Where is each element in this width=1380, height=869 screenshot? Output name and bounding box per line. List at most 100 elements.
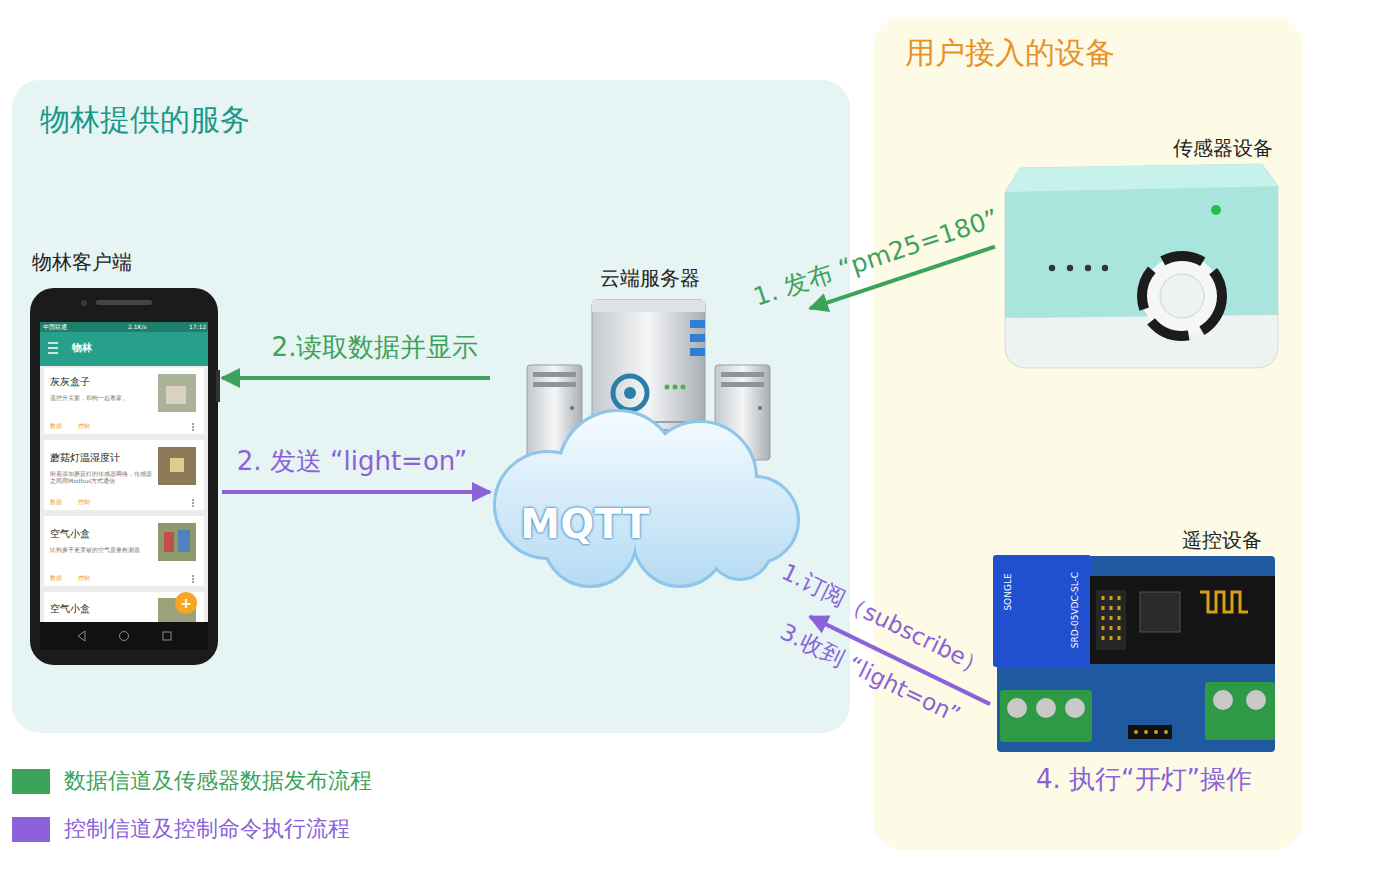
phone-illustration: [40, 622, 208, 650]
phone-illustration: [170, 458, 184, 472]
relay-board-illustration: [1144, 730, 1148, 734]
server-illustration: [681, 385, 686, 390]
phone-illustration: [166, 386, 186, 404]
edge-label: 2. 发送 “light=on”: [237, 446, 468, 477]
card-title: 灰灰盒子: [50, 376, 90, 388]
phone-illustration: [44, 516, 204, 586]
cloud-shape: [496, 412, 797, 585]
server-illustration: [690, 334, 705, 342]
relay-board-illustration: [1164, 730, 1168, 734]
node-heading: 遥控设备: [1182, 528, 1262, 552]
relay-board-illustration: [1065, 698, 1085, 718]
phone-illustration: [192, 575, 194, 577]
phone-illustration: [178, 530, 190, 552]
card-action: 数据: [50, 574, 62, 581]
phone-illustration: [30, 288, 220, 665]
server-illustration: [496, 300, 797, 585]
relay-board-illustration: [1090, 576, 1275, 664]
node-heading: 物林提供的服务: [40, 102, 250, 138]
phone-illustration: [192, 429, 194, 431]
phone-illustration: [192, 505, 194, 507]
edge-label: 2.读取数据并显示: [272, 332, 479, 363]
card-title: 空气小盒: [50, 603, 90, 615]
relay-marking: SRD-05VDC-SL-C: [1070, 572, 1081, 648]
edge-label: 1. 发布 “pm25=180”: [750, 203, 1003, 312]
relay-board-illustration: [1134, 730, 1138, 734]
phone-illustration: [30, 288, 218, 665]
server-illustration: [624, 387, 636, 399]
phone-illustration: [192, 426, 194, 428]
legend-text: 控制信道及控制命令执行流程: [64, 816, 350, 842]
status-text: 17:12: [189, 323, 206, 330]
relay-board-illustration: [1154, 730, 1158, 734]
server-illustration: [690, 320, 705, 328]
panel-background: [12, 17, 1303, 850]
server-illustration: [721, 382, 764, 387]
status-text: 2.1K/s: [128, 323, 147, 330]
panel-background: [12, 80, 850, 733]
card-description: 遥控开关窗，和狗一起看家。: [50, 394, 154, 401]
remote-device: 遥控设备: [990, 526, 1280, 755]
sensor-illustration: [1005, 164, 1278, 192]
relay-board-illustration: [1205, 682, 1275, 740]
relay-marking: SONGLE: [1003, 573, 1014, 610]
sensor-illustration: [1005, 164, 1278, 368]
cloud-label: MQTT: [520, 500, 649, 548]
node-heading: 云端服务器: [600, 266, 700, 290]
phone-illustration: [158, 447, 196, 485]
legend-item: 数据信道及传感器数据发布流程: [12, 768, 372, 794]
fab-icon: +: [180, 595, 192, 612]
phone-illustration: [44, 592, 204, 622]
relay-board-illustration: [1000, 690, 1092, 742]
legend-swatch: [12, 769, 50, 794]
cloud-shape: [710, 518, 770, 578]
server-illustration: [613, 376, 647, 410]
edge-label: 1.订阅（subscribe）: [777, 558, 991, 681]
relay-board-illustration: [993, 555, 1091, 667]
relay-board-illustration: [1128, 725, 1172, 739]
phone-illustration: [163, 632, 171, 640]
phone-illustration: [216, 370, 220, 402]
phone-illustration: [44, 440, 204, 510]
panel-background: [873, 17, 1303, 850]
sensor-illustration: [1102, 265, 1108, 271]
server-illustration: [690, 348, 705, 356]
server-illustration: [533, 372, 576, 377]
server-illustration: [665, 385, 670, 390]
card-action: 控制: [78, 498, 90, 505]
sensor-illustration: [1211, 205, 1221, 215]
phone-illustration: [40, 322, 208, 332]
phone-illustration: [192, 502, 194, 504]
server-illustration: [721, 372, 764, 377]
sensor-illustration: [1085, 265, 1091, 271]
relay-board-illustration: [1213, 690, 1233, 710]
flow-arrow: [222, 376, 490, 380]
phone-illustration: [40, 332, 208, 366]
relay-board-illustration: [1200, 592, 1248, 612]
relay-board-illustration: [1246, 690, 1266, 710]
phone-illustration: [40, 322, 208, 622]
app-title: 物林: [72, 342, 92, 354]
server-illustration: [592, 300, 705, 312]
phone-illustration: [78, 631, 85, 641]
sensor-illustration: [1005, 164, 1278, 368]
card-action: 数据: [50, 422, 62, 429]
sensor-illustration: [1067, 265, 1073, 271]
phone-illustration: [81, 300, 87, 306]
server-illustration: [673, 385, 678, 390]
card-action: 数据: [50, 498, 62, 505]
node-heading: 用户接入的设备: [905, 35, 1115, 71]
relay-board-illustration: [993, 555, 1275, 752]
phone-illustration: [48, 343, 58, 353]
server-illustration: [758, 406, 762, 410]
card-title: 空气小盒: [50, 528, 90, 540]
card-action: 控制: [78, 422, 90, 429]
sensor-illustration: [1049, 265, 1055, 271]
step-label: 4. 执行“开灯”操作: [1036, 764, 1252, 795]
server-illustration: [533, 382, 576, 387]
phone-illustration: [192, 581, 194, 583]
phone-illustration: [192, 423, 194, 425]
phone-illustration: [96, 300, 152, 305]
sensor-illustration: [1142, 256, 1222, 336]
phone-illustration: [192, 499, 194, 501]
